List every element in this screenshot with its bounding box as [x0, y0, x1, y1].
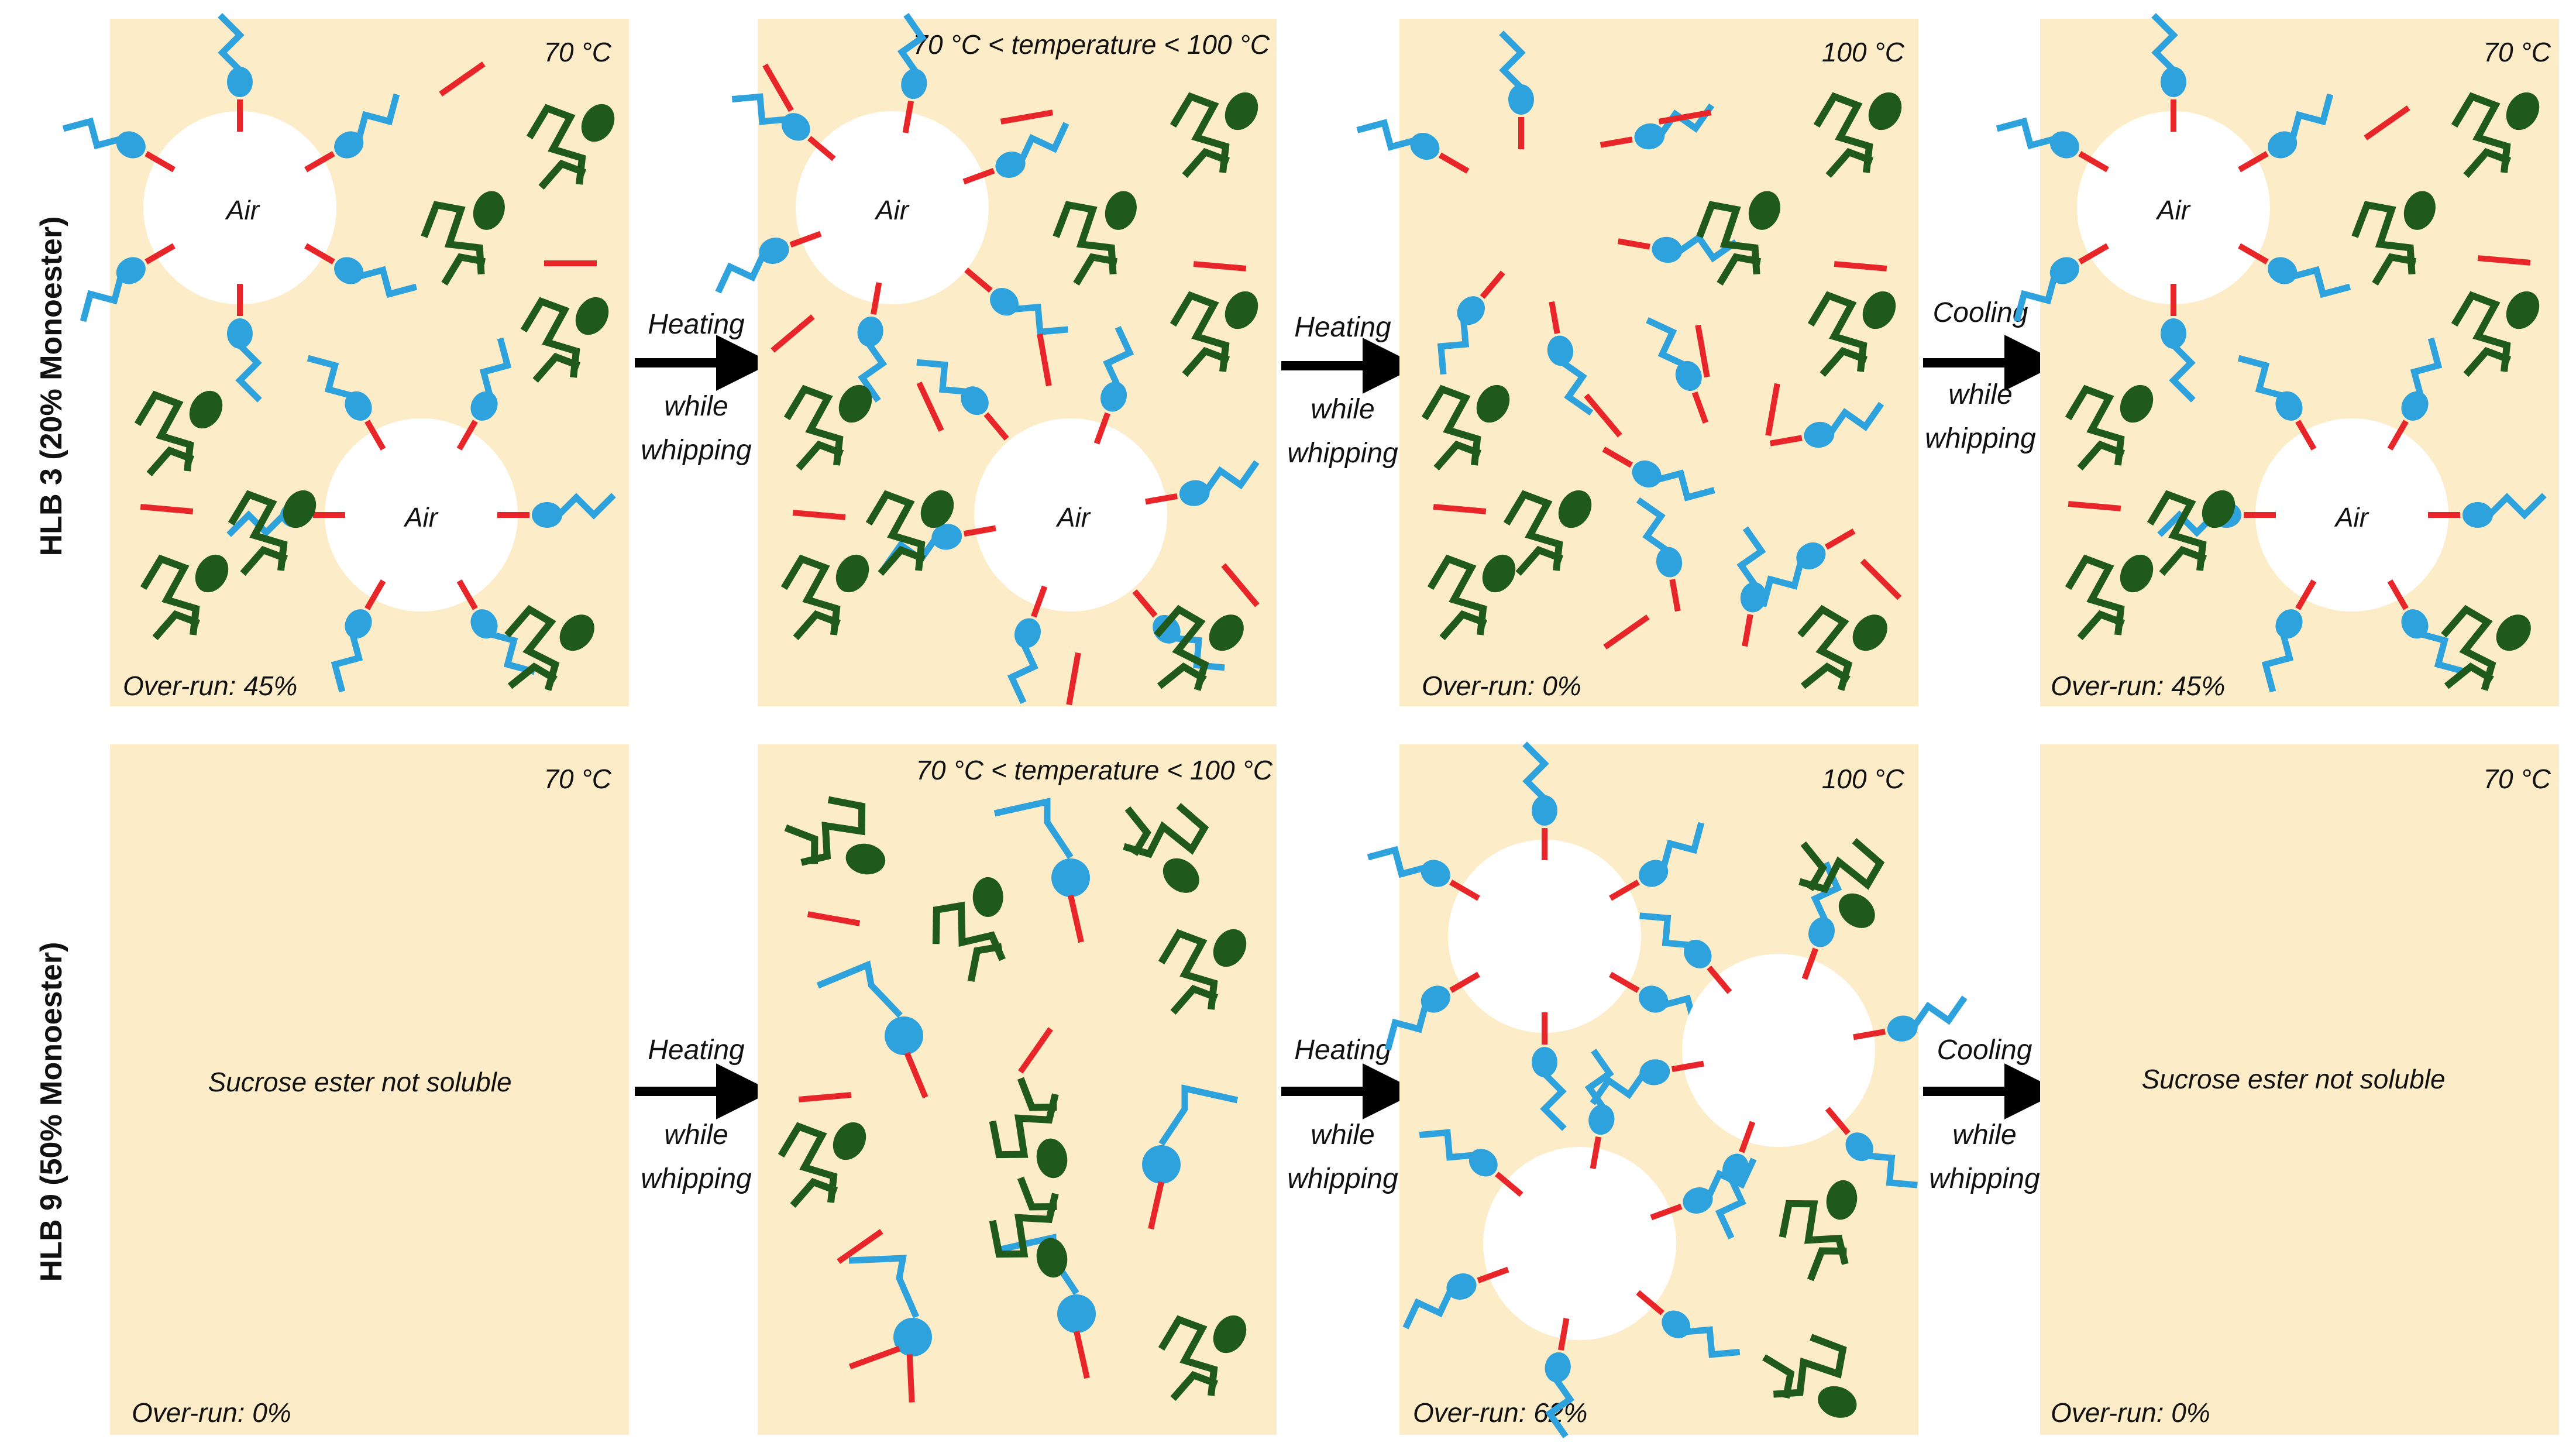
insoluble-message: Sucrose ester not soluble: [2141, 1064, 2445, 1094]
panel-row1-step1: 70 °C Over-run: 45% Air Air: [67, 18, 629, 706]
arrow-label-line3: whipping: [1929, 1163, 2040, 1194]
arrow-label-line1: Heating: [648, 309, 745, 340]
arrow-label-line2: while: [1311, 394, 1374, 425]
overrun-label: Over-run: 0%: [132, 1397, 291, 1428]
panel-row2-step3: 100 °C Over-run: 62%: [1371, 744, 1968, 1436]
temperature-label: 70 °C: [2483, 764, 2551, 794]
air-bubble-group: Air: [2162, 342, 2542, 689]
panel-background: [1399, 19, 1918, 706]
overrun-label: Over-run: 0%: [2051, 1397, 2210, 1428]
panel-row1-step2: 70 °C < temperature < 100 °C Air Air: [709, 18, 1277, 706]
arrow-label-line2: while: [664, 1119, 728, 1150]
air-bubble: [2255, 418, 2448, 612]
arrow-label-line1: Heating: [1294, 1035, 1391, 1066]
air-label: Air: [225, 195, 260, 225]
air-bubble: [1483, 1147, 1676, 1340]
arrow-label-line3: whipping: [1287, 1163, 1398, 1194]
air-label: Air: [403, 502, 439, 533]
air-bubble: [1448, 840, 1641, 1033]
temperature-label: 70 °C < temperature < 100 °C: [913, 29, 1270, 60]
overrun-label: Over-run: 45%: [2051, 671, 2225, 701]
arrow-label-line2: while: [1311, 1119, 1374, 1150]
air-label: Air: [2334, 502, 2369, 533]
overrun-label: Over-run: 45%: [123, 671, 297, 701]
air-bubble: [143, 111, 336, 304]
panel-row2-step4: 70 °C Sucrose ester not soluble Over-run…: [2040, 744, 2559, 1435]
panel-background: [110, 744, 629, 1435]
panel-background: [2040, 744, 2559, 1435]
insoluble-message: Sucrose ester not soluble: [208, 1067, 511, 1097]
arrow-row2-step2: Heating while whipping: [1281, 1035, 1419, 1194]
arrow-row1-step3: Cooling while whipping: [1923, 297, 2061, 454]
air-bubble: [2077, 111, 2270, 304]
panel-row1-step3: 100 °C Over-run: 0%: [1360, 19, 1918, 706]
arrow-label-line1: Cooling: [1937, 1035, 2032, 1066]
arrow-label-line1: Cooling: [1933, 297, 2028, 328]
panel-row1-step4: 70 °C Over-run: 45% Air Air: [2000, 18, 2559, 706]
arrow-label-line2: while: [1948, 379, 2012, 410]
arrow-label-line1: Heating: [1294, 312, 1391, 343]
temperature-label: 70 °C: [2483, 37, 2551, 67]
arrow-label-line1: Heating: [648, 1035, 745, 1066]
air-bubble: [974, 418, 1167, 612]
air-bubble-group: Air: [881, 330, 1260, 699]
panel-row2-step1: 70 °C Sucrose ester not soluble Over-run…: [110, 744, 629, 1435]
temperature-label: 70 °C: [544, 37, 611, 67]
arrow-label-line3: whipping: [1287, 438, 1398, 469]
air-bubble: [1682, 954, 1875, 1147]
air-bubble-group: Air: [709, 18, 1075, 399]
air-bubble-group: [1397, 1053, 1763, 1434]
air-bubble-group: Air: [2000, 18, 2347, 398]
arrow-row1-step2: Heating while whipping: [1281, 312, 1419, 469]
overrun-label: Over-run: 0%: [1422, 671, 1581, 701]
arrow-label-line3: whipping: [641, 1163, 752, 1194]
row-label-hlb3: HLB 3 (20% Monoester): [35, 217, 68, 557]
air-label: Air: [2155, 195, 2191, 225]
arrow-row2-step3: Cooling while whipping: [1923, 1035, 2061, 1194]
row-label-hlb9: HLB 9 (50% Monoester): [35, 942, 68, 1282]
temperature-label: 100 °C: [1822, 764, 1905, 794]
air-label: Air: [1055, 502, 1091, 533]
temperature-label: 70 °C: [544, 764, 611, 794]
temperature-label: 100 °C: [1822, 37, 1905, 67]
air-label: Air: [874, 195, 910, 225]
arrow-label-line3: whipping: [641, 435, 752, 466]
arrow-label-line2: while: [664, 391, 728, 422]
air-bubble-group: [1589, 865, 1968, 1235]
arrow-row2-step1: Heating while whipping: [635, 1035, 772, 1194]
arrow-label-line2: while: [1952, 1119, 2016, 1150]
air-bubble-group: Air: [67, 18, 414, 398]
air-bubble-group: [1371, 746, 1718, 1126]
air-bubble-group: Air: [231, 342, 611, 689]
arrow-row1-step1: Heating while whipping: [635, 309, 772, 466]
panel-row2-step2: 70 °C < temperature < 100 °C: [758, 744, 1277, 1435]
air-bubble: [325, 418, 518, 612]
arrow-label-line3: whipping: [1925, 423, 2036, 454]
air-bubble: [796, 111, 989, 304]
temperature-label: 70 °C < temperature < 100 °C: [916, 755, 1272, 785]
